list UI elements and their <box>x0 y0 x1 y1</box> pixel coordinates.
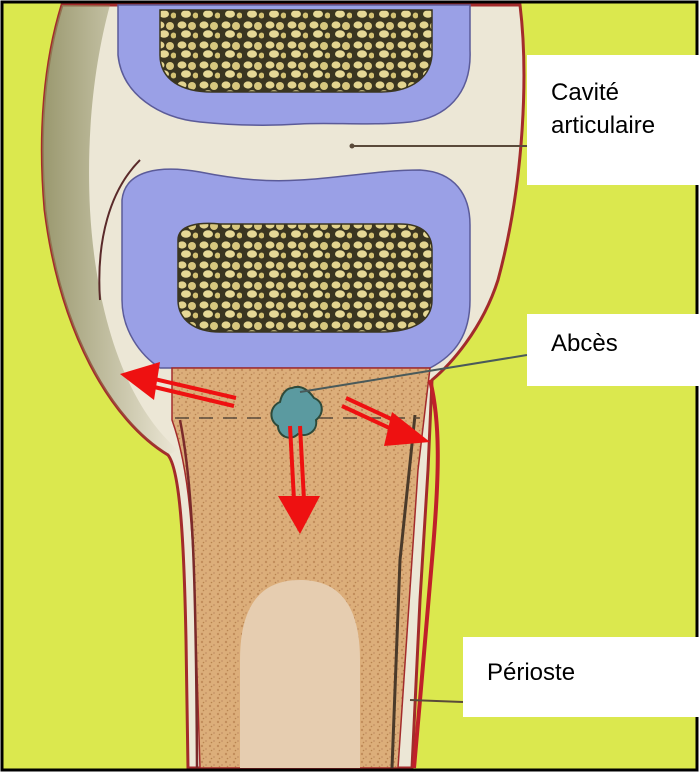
pointer-dot-cavite <box>350 144 355 149</box>
label-cavite-line2: articulaire <box>551 110 655 142</box>
label-perioste-text: Périoste <box>487 657 575 689</box>
label-perioste: Périoste <box>463 637 699 717</box>
label-abces: Abcès <box>527 314 699 386</box>
label-abces-text: Abcès <box>551 328 618 360</box>
label-cavite-line1: Cavité <box>551 77 619 109</box>
lower-spongy-bone <box>178 223 432 332</box>
upper-spongy-bone <box>160 10 432 92</box>
medullary-cavity <box>240 580 360 768</box>
label-cavite-articulaire: Cavité articulaire <box>527 55 699 185</box>
